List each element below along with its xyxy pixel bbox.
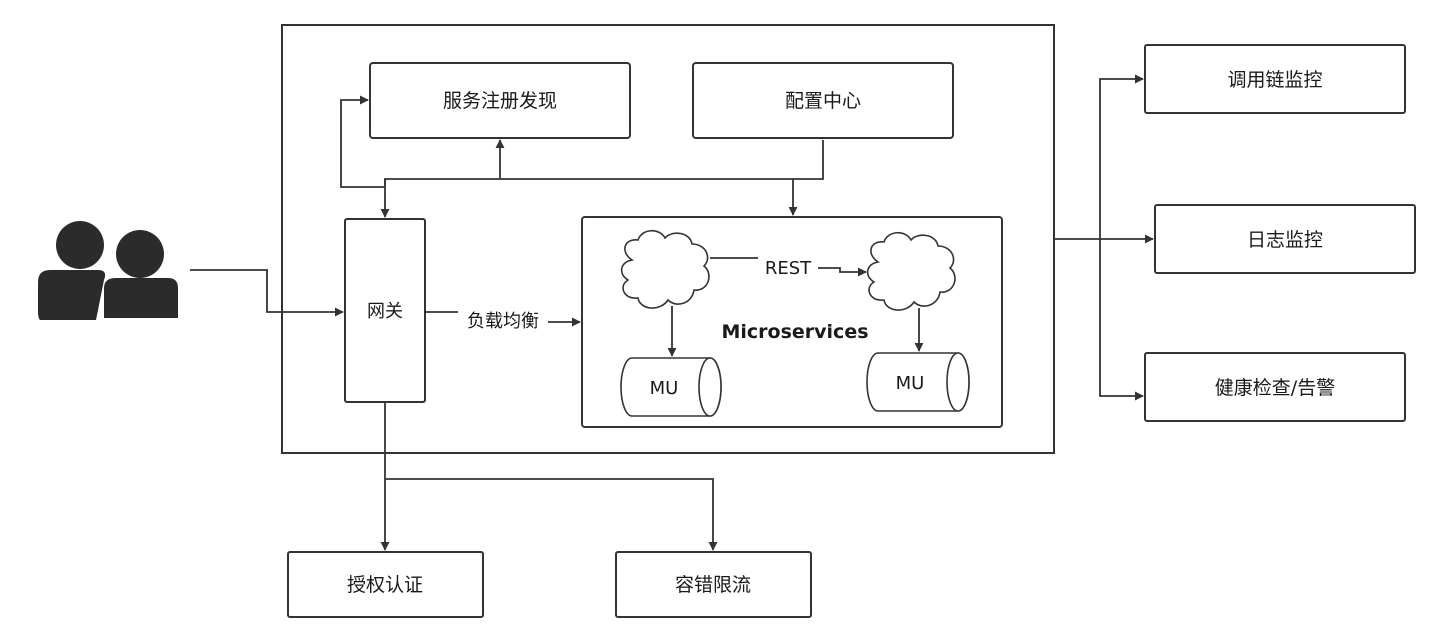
trace-monitoring-label: 调用链监控: [1227, 69, 1322, 91]
users-to-gateway-arrow: [190, 269, 344, 317]
cloud-icon: [620, 229, 710, 309]
config-center-box: [692, 62, 954, 139]
health-check-label: 健康检查/告警: [1215, 377, 1335, 399]
service-registry-label: 服务注册发现: [443, 90, 557, 112]
auth-box: [287, 551, 484, 618]
service-registry-box: [369, 62, 631, 139]
to-trace-arrow: [1099, 74, 1144, 239]
rest-arrow: [818, 267, 867, 277]
mu-right-label: MU: [896, 373, 925, 394]
fault-tolerance-box: [615, 551, 812, 618]
fault-tolerance-label: 容错限流: [675, 574, 751, 596]
log-monitoring-box: [1154, 204, 1416, 274]
to-health-arrow: [1099, 239, 1144, 401]
users-icon: [38, 221, 178, 320]
auth-label: 授权认证: [347, 574, 423, 596]
gateway-label: 网关: [367, 301, 403, 322]
log-monitoring-label: 日志监控: [1247, 229, 1323, 251]
health-check-box: [1144, 352, 1406, 422]
microservices-label: Microservices: [721, 321, 868, 343]
cloud-icon: [866, 231, 956, 311]
gateway-to-fault-arrow: [385, 478, 718, 551]
registry-bus-line: [384, 140, 824, 185]
mu-left-label: MU: [650, 378, 679, 399]
gateway-registry-loop: [340, 95, 385, 188]
trace-monitoring-box: [1144, 44, 1406, 114]
config-center-label: 配置中心: [785, 90, 861, 112]
cylinder-icon: [620, 357, 722, 417]
load-balance-label: 负载均衡: [467, 311, 539, 332]
cylinder-icon: [866, 352, 970, 412]
rest-label: REST: [765, 258, 812, 279]
